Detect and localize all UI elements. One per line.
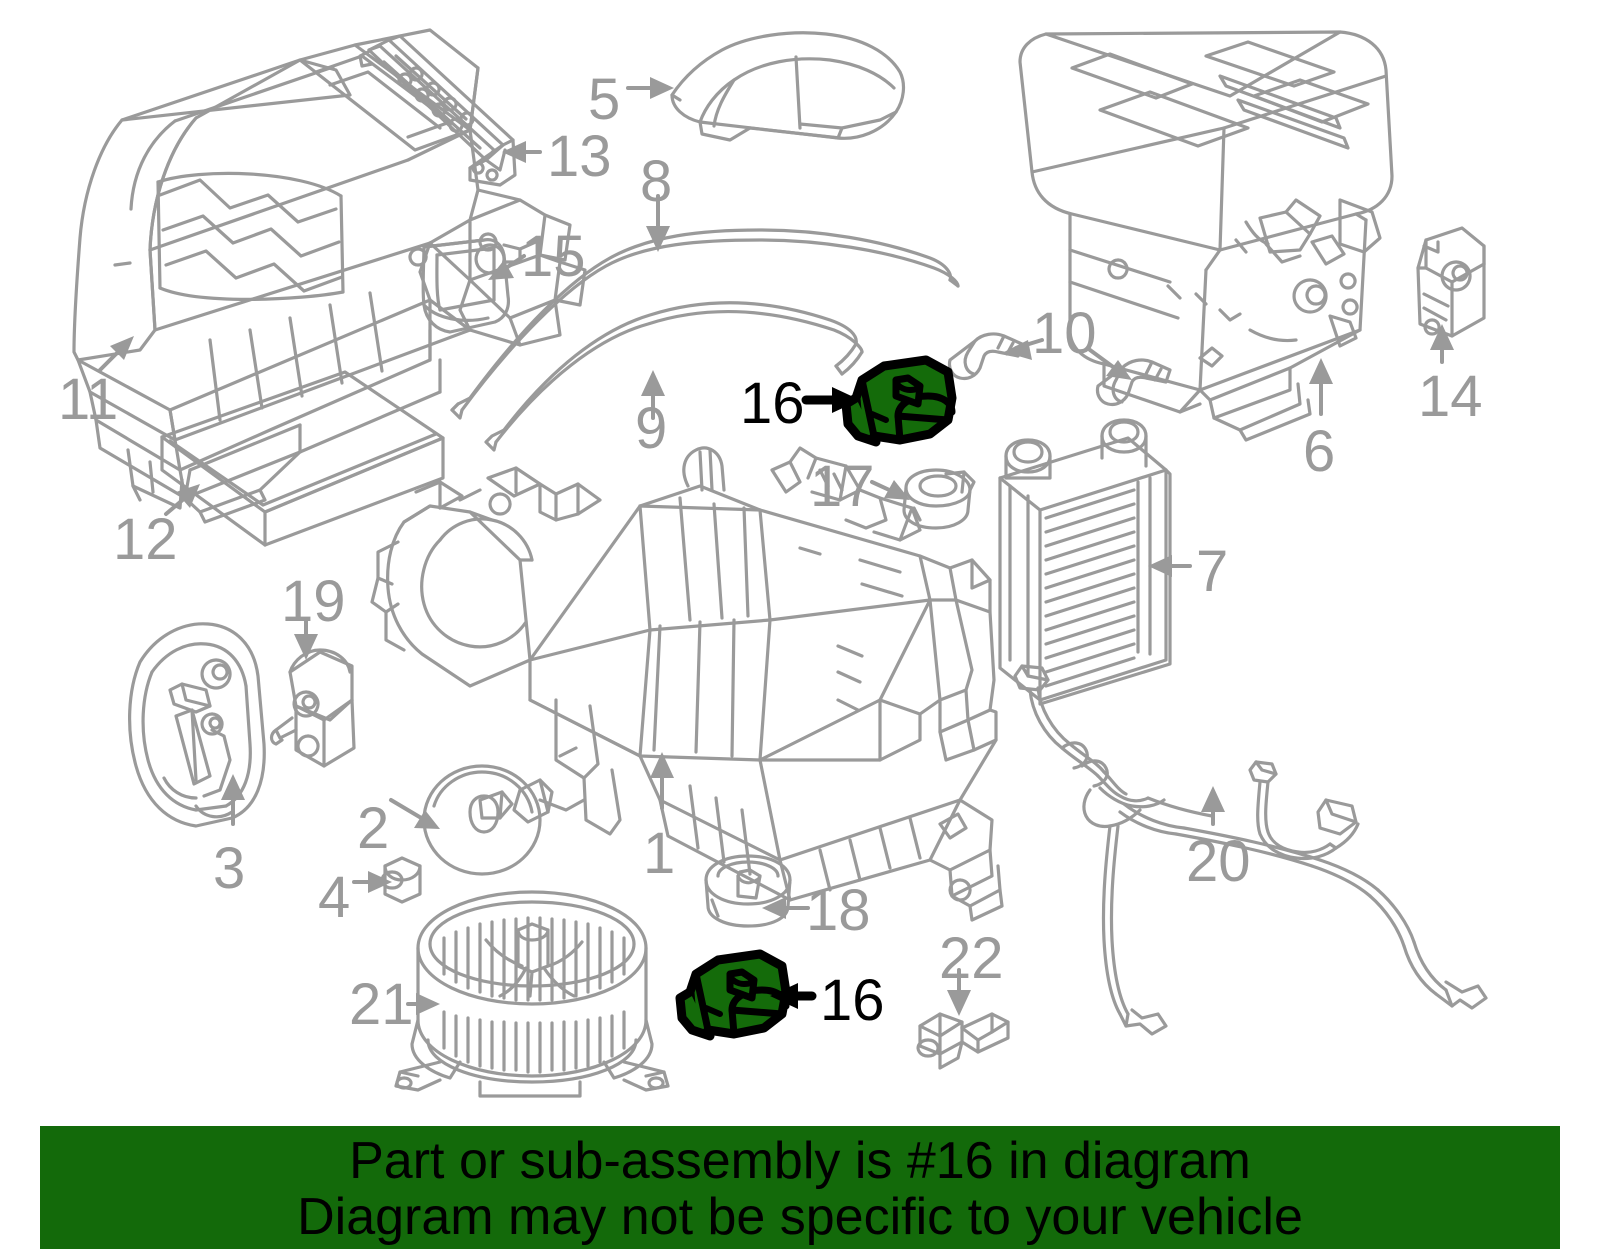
banner-line-part-number: Part or sub-assembly is #16 in diagram: [349, 1131, 1251, 1190]
callout-label-7: 7: [1196, 539, 1229, 604]
callout-label-4: 4: [318, 865, 351, 930]
callout-label-9: 9: [635, 396, 668, 461]
callout-label-8: 8: [640, 149, 673, 214]
part-22-sensor: [916, 1012, 1010, 1070]
part-17-cam-link: [902, 468, 976, 530]
part-12-cabin-filter: [160, 370, 445, 547]
part-5-air-duct: [670, 31, 906, 142]
callout-16-arrow-upper: [801, 387, 860, 413]
callout-label-1: 1: [643, 821, 676, 886]
callout-label-21: 21: [349, 972, 414, 1037]
callout-label-2: 2: [357, 796, 390, 861]
part-15-air-inlet-door: [408, 232, 511, 334]
callout-label-15: 15: [521, 224, 586, 289]
callout-label-3: 3: [213, 836, 246, 901]
callout-label-16-upper: 16: [740, 371, 805, 436]
callout-label-11: 11: [58, 367, 119, 432]
part-info-banner: Part or sub-assembly is #16 in diagram D…: [40, 1126, 1560, 1249]
callout-label-16-lower: 16: [820, 968, 885, 1033]
callout-label-20: 20: [1186, 829, 1251, 894]
part-4-bushing: [380, 856, 422, 904]
part-19-expansion-valve: [269, 648, 356, 768]
callout-label-13: 13: [547, 124, 612, 189]
part-16-actuator-upper: [841, 355, 957, 447]
part-14-actuator: [1416, 226, 1486, 338]
part-13-connector-bar: [358, 34, 517, 187]
callout-16-arrow-lower: [770, 983, 817, 1009]
part-20-wiring-harness: [1013, 664, 1488, 1036]
part-7-heater-core: [998, 418, 1172, 706]
part-1-hvac-housing: [370, 446, 1004, 922]
part-3-insulator-pad: [128, 622, 266, 828]
part-16-actuator-lower: [675, 949, 791, 1041]
callout-label-14: 14: [1418, 364, 1483, 429]
part-21-blower-fan: [394, 890, 670, 1098]
part-2-motor-cap: [422, 764, 542, 876]
callout-label-17: 17: [810, 454, 875, 519]
part-8-9-heater-hoses: [450, 228, 960, 452]
banner-line-disclaimer: Diagram may not be specific to your vehi…: [297, 1187, 1303, 1246]
callout-label-19: 19: [281, 569, 346, 634]
callout-label-12: 12: [113, 507, 178, 572]
callout-label-22: 22: [939, 926, 1004, 991]
part-6-evaporator-case: [1018, 30, 1394, 442]
callout-label-5: 5: [588, 67, 621, 132]
callout-label-18: 18: [806, 878, 871, 943]
callout-label-10: 10: [1032, 301, 1097, 366]
callout-label-6: 6: [1303, 419, 1336, 484]
part-11-blower-case: [72, 28, 587, 524]
